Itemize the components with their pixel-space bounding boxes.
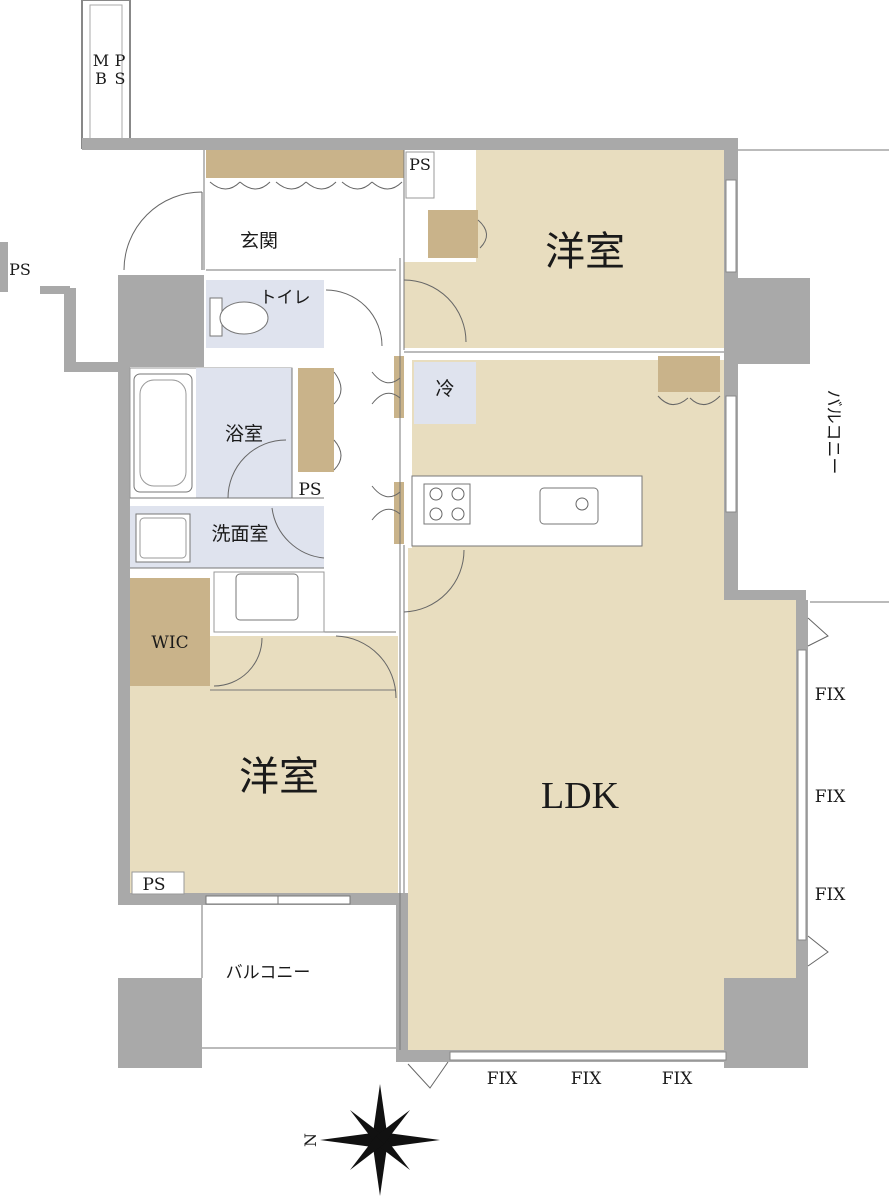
- compass-icon: N: [301, 1084, 440, 1196]
- svg-text:PS: PS: [409, 155, 431, 174]
- doors: [123, 181, 829, 1089]
- wic-floor: [130, 578, 210, 686]
- column-left: [118, 275, 204, 367]
- kitchen-sink: [539, 487, 599, 525]
- column-south-right: [724, 978, 808, 1068]
- column-east: [724, 278, 810, 364]
- fixtures: [133, 297, 643, 633]
- room1-closet: [428, 210, 478, 258]
- room-label-toilet: トイレ: [260, 288, 311, 308]
- label-balcony-east: バルコニー: [823, 390, 843, 475]
- mb-label-b: B: [95, 69, 107, 88]
- ps-top: PS: [405, 151, 435, 199]
- ps-room: PS: [131, 871, 185, 895]
- room-label-ldk: LDK: [541, 775, 620, 817]
- mb-label-s: S: [115, 69, 126, 88]
- hall-closet: [298, 368, 334, 472]
- room-label-wic: WIC: [151, 633, 188, 653]
- fridge-space: [414, 362, 476, 424]
- label-fridge: 冷: [435, 378, 454, 400]
- label-balcony-south: バルコニー: [226, 963, 311, 983]
- ps-left: PS: [9, 260, 31, 279]
- floors: [129, 150, 796, 1050]
- western-room-1-floor: [404, 150, 724, 348]
- room-label-washroom: 洗面室: [211, 523, 268, 545]
- mb-label-m: M: [93, 51, 109, 70]
- svg-text:PS: PS: [142, 875, 165, 895]
- room-label-entrance: 玄関: [240, 230, 278, 252]
- wash-basin: [235, 573, 299, 621]
- fix-window-2: FIX: [815, 787, 847, 807]
- fix-window-1: FIX: [815, 685, 847, 705]
- stove: [423, 483, 471, 525]
- mb-label-p: P: [115, 51, 126, 70]
- fix-window-4: FIX: [487, 1069, 519, 1089]
- fix-window-3: FIX: [815, 885, 847, 905]
- bathroom-floor: [196, 368, 292, 498]
- room-label-bathroom: 浴室: [225, 423, 263, 445]
- ps-mid: PS: [298, 480, 321, 500]
- room-label-western-2: 洋室: [239, 754, 319, 800]
- labels: 洋室 洋室 LDK 玄関 トイレ 浴室 洗面室 WIC 冷 バルコニー バルコニ…: [9, 51, 846, 1089]
- partitions: [130, 149, 889, 1061]
- shoe-cabinet: [206, 150, 404, 178]
- ldk-storage: [658, 356, 720, 392]
- fix-window-6: FIX: [662, 1069, 694, 1089]
- compass-north-label: N: [301, 1133, 320, 1147]
- fix-window-5: FIX: [571, 1069, 603, 1089]
- room-label-western-1: 洋室: [545, 229, 625, 275]
- column-south-left: [118, 978, 202, 1068]
